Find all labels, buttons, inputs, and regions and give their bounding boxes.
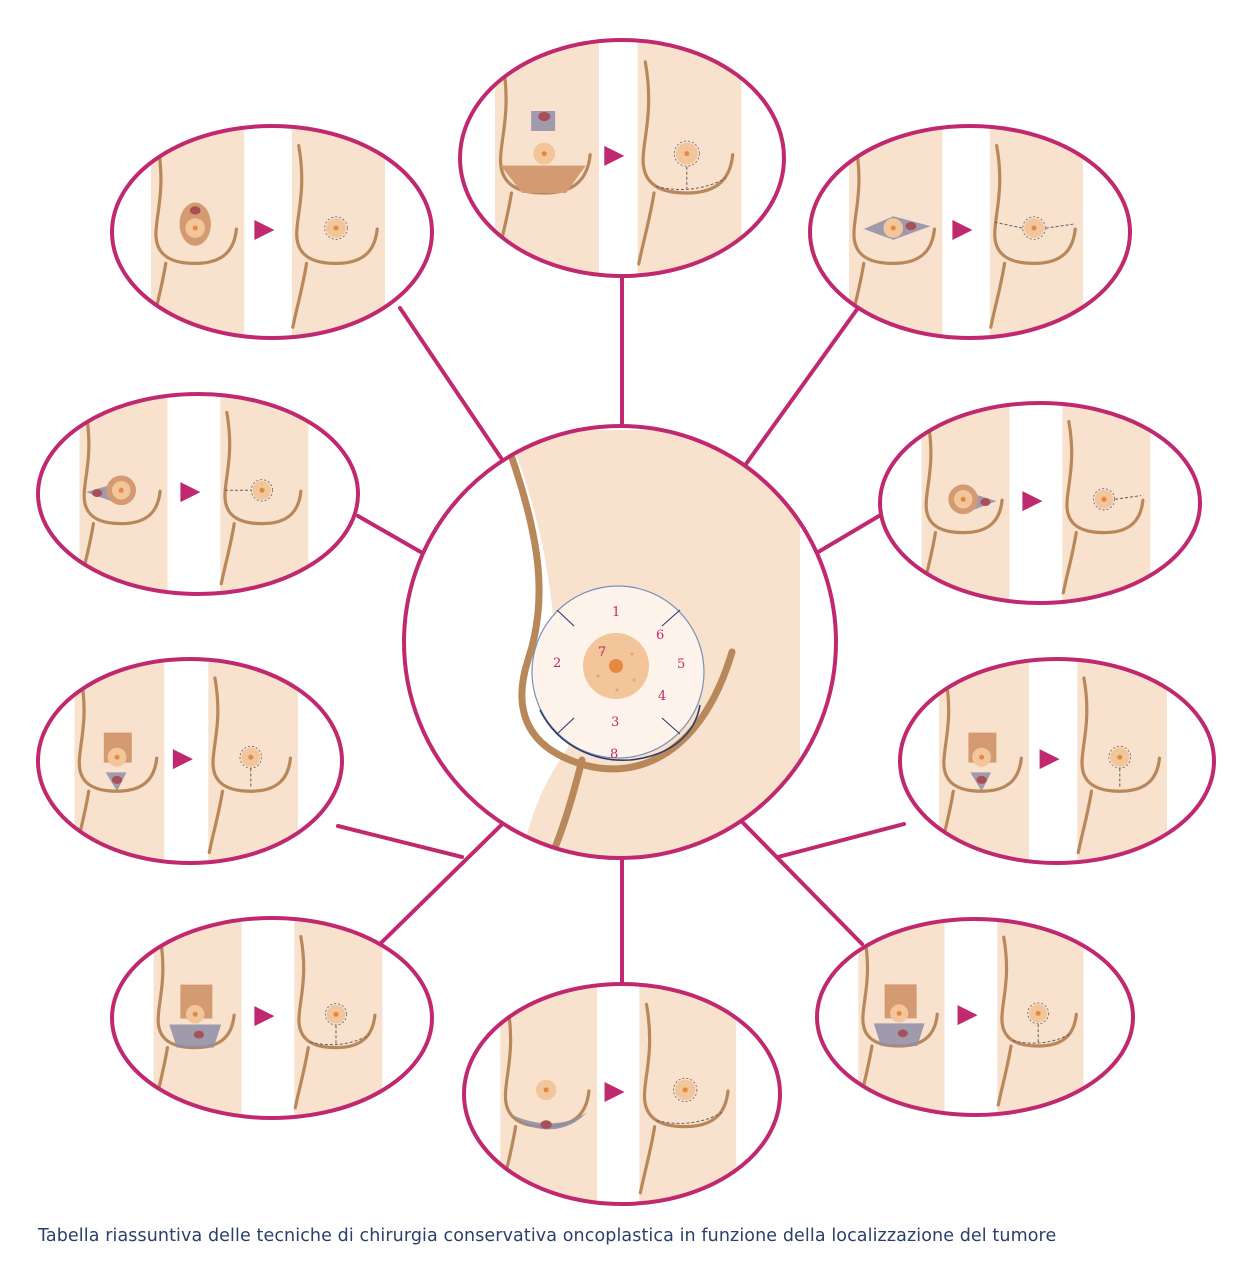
panel-bottom-right <box>815 917 1135 1117</box>
zone-label-4: 4 <box>658 689 666 704</box>
caption: Tabella riassuntiva delle tecniche di ch… <box>38 1226 1057 1246</box>
zone-map: 1 2 3 4 5 6 7 8 <box>402 424 838 860</box>
zone-label-5: 5 <box>677 657 685 672</box>
panel-lower-right <box>898 657 1216 865</box>
tumor-marker <box>92 489 103 497</box>
panel-lower-left <box>36 657 344 865</box>
panel-top <box>458 38 786 278</box>
connector-lower-left <box>336 824 464 859</box>
tumor-marker <box>980 498 991 506</box>
panel-top-left <box>110 124 434 340</box>
arrow-icon <box>180 482 201 503</box>
panel-mid-left <box>36 392 360 596</box>
zone-label-8: 8 <box>610 747 618 762</box>
technique-diagram: 1 2 3 4 5 6 7 8 <box>36 38 1216 1206</box>
zone-label-7: 7 <box>598 645 606 660</box>
tumor-marker <box>111 775 123 784</box>
arrow-icon <box>172 749 193 770</box>
arrow-icon <box>604 145 625 166</box>
arrow-icon <box>1022 491 1043 512</box>
arrow-icon <box>952 220 973 241</box>
arrow-icon <box>254 1006 275 1027</box>
zone-label-3: 3 <box>611 715 619 730</box>
arrow-icon <box>1039 749 1060 770</box>
tumor-marker <box>189 206 201 215</box>
zone-label-6: 6 <box>656 628 664 643</box>
zone-dividers <box>556 609 681 735</box>
resection-area <box>511 1112 587 1130</box>
tumor-marker <box>193 1030 204 1039</box>
tumor-marker <box>540 1120 552 1129</box>
panel-mid-right <box>878 401 1202 605</box>
panel-bottom-left <box>110 916 434 1120</box>
panel-top-right <box>808 124 1132 340</box>
zone-label-2: 2 <box>553 656 561 671</box>
panel-bottom <box>462 982 782 1206</box>
tumor-marker <box>905 221 917 231</box>
tumor-marker <box>897 1029 908 1038</box>
tumor-marker <box>976 775 987 784</box>
connector-lower-right <box>776 822 906 859</box>
arrow-icon <box>957 1005 978 1026</box>
arrow-icon <box>254 220 275 241</box>
tumor-marker <box>538 111 551 122</box>
zone-label-1: 1 <box>612 605 620 620</box>
arrow-icon <box>604 1081 625 1102</box>
